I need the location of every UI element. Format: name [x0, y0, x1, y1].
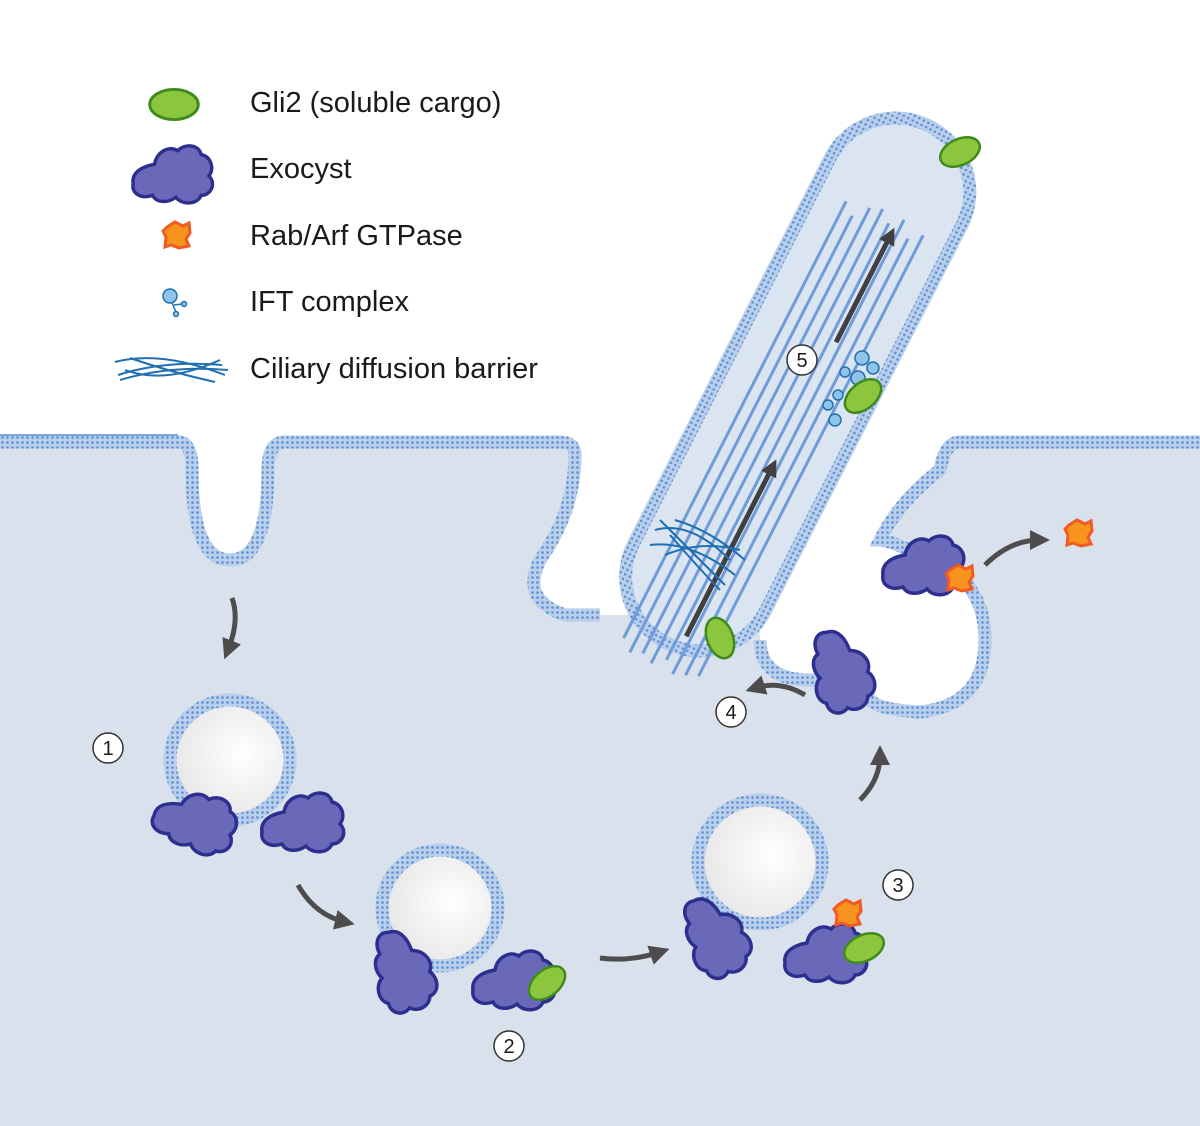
- step-4-label: 4: [725, 702, 736, 724]
- legend-label-gtpase: Rab/Arf GTPase: [250, 220, 463, 252]
- cilium: [619, 111, 977, 677]
- exocyst-icon: [131, 144, 215, 205]
- axoneme: [622, 200, 925, 677]
- legend-label-barrier: Ciliary diffusion barrier: [250, 353, 538, 385]
- gtpase-released: [1063, 518, 1094, 548]
- ift-complex: [822, 350, 880, 427]
- legend: Gli2 (soluble cargo) Exocyst Rab/Arf GTP…: [114, 87, 538, 385]
- gtpase-at-pocket-rim: [944, 563, 975, 593]
- cytoplasm: [0, 442, 1200, 1126]
- legend-label-exocyst: Exocyst: [250, 153, 352, 185]
- plasma-membrane-left: [0, 435, 600, 622]
- ift-complex-icon: [162, 288, 188, 318]
- diffusion-barrier-icon: [114, 357, 229, 383]
- legend-label-ift: IFT complex: [250, 286, 410, 318]
- legend-label-gli2: Gli2 (soluble cargo): [250, 87, 501, 119]
- gli2-cargo-icon: [148, 88, 200, 121]
- step-2-label: 2: [503, 1036, 514, 1058]
- gtpase-icon: [161, 220, 192, 250]
- ciliary-diffusion-barrier: [649, 519, 746, 591]
- step-5-label: 5: [796, 350, 807, 372]
- step-1-label: 1: [102, 738, 113, 760]
- step-3-label: 3: [892, 875, 903, 897]
- gtpase-vesicle-3: [832, 898, 863, 928]
